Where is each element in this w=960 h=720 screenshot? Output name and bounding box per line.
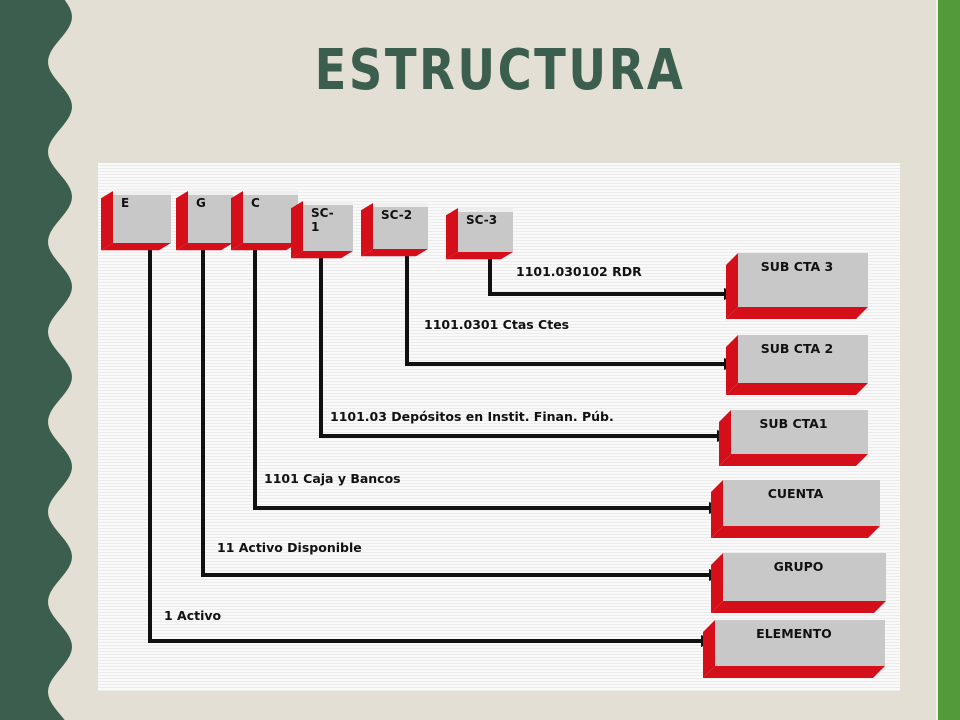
code-cube: E <box>101 191 171 251</box>
cube-code-label: 1 <box>311 220 319 234</box>
level-box-label: GRUPO <box>774 559 824 574</box>
level-box: ELEMENTO <box>703 620 885 678</box>
cube-code-label: SC-2 <box>381 208 412 222</box>
edge-label: 1101.030102 RDR <box>516 264 642 279</box>
edge-label: 1101 Caja y Bancos <box>264 471 401 486</box>
code-cube: C <box>231 191 298 251</box>
cube-code-label: G <box>196 196 206 210</box>
code-cube: SC-1 <box>291 201 353 259</box>
edge-label: 11 Activo Disponible <box>217 540 362 555</box>
level-box: SUB CTA 3 <box>726 253 868 319</box>
level-box-label: SUB CTA 3 <box>761 259 834 274</box>
cube-code-label: C <box>251 196 260 210</box>
level-box: CUENTA <box>711 480 880 538</box>
level-box-label: ELEMENTO <box>756 626 832 641</box>
right-accent-divider <box>936 0 938 720</box>
connector-line <box>488 252 732 296</box>
code-cube: SC-2 <box>361 203 428 257</box>
connector-line <box>405 249 732 366</box>
page-title: ESTRUCTURA <box>314 38 686 103</box>
cube-code-label: SC-3 <box>466 213 497 227</box>
connector-line <box>201 243 717 577</box>
left-wave-decoration <box>0 0 72 720</box>
level-box: SUB CTA 2 <box>726 335 868 395</box>
connector-line <box>253 243 717 510</box>
level-box: GRUPO <box>711 553 886 613</box>
edge-label: 1101.0301 Ctas Ctes <box>424 317 569 332</box>
level-box-label: CUENTA <box>768 486 824 501</box>
connector-line <box>319 251 725 438</box>
connector-line <box>148 243 709 643</box>
cube-code-label: E <box>121 196 129 210</box>
code-cube: G <box>176 191 233 251</box>
level-box: SUB CTA1 <box>719 410 868 466</box>
level-box-label: SUB CTA 2 <box>761 341 834 356</box>
edge-label: 1 Activo <box>164 608 222 623</box>
right-accent-bar <box>938 0 960 720</box>
edge-label: 1101.03 Depósitos en Instit. Finan. Púb. <box>330 409 614 424</box>
code-cube: SC-3 <box>446 208 513 260</box>
level-box-label: SUB CTA1 <box>759 416 827 431</box>
cube-code-label: SC- <box>311 206 334 220</box>
structure-diagram: E G C SC-1 SC-2 SC-3 ELEMENTO GRUPO CUENTA SUB C… <box>98 163 900 691</box>
